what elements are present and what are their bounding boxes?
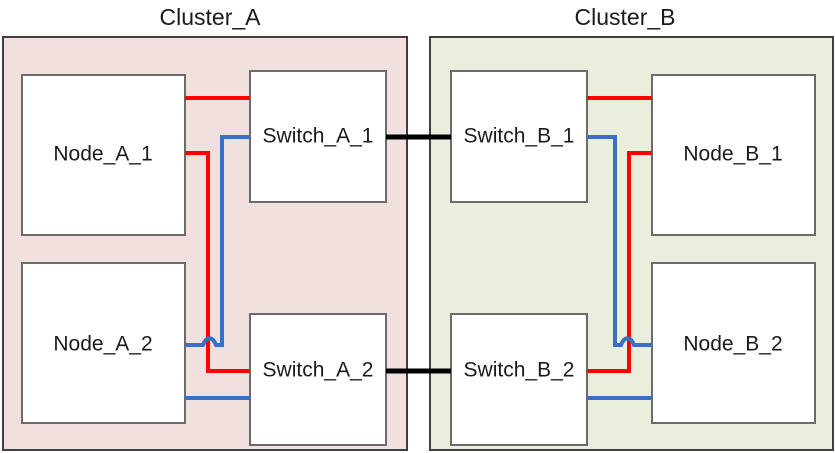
link-blue-node-b2-switch-b1[interactable]: [587, 135, 652, 347]
switch-label-a-1: Switch_A_1: [263, 125, 374, 148]
node-group-b-1[interactable]: Node_B_1: [651, 74, 816, 236]
switch-box-a-1[interactable]: [249, 70, 387, 203]
link-red-node-b1-switch-b2[interactable]: [587, 151, 652, 373]
node-label-a-1: Node_A_1: [53, 143, 152, 166]
node-label-b-2: Node_B_2: [683, 333, 782, 356]
switch-group-a-2[interactable]: Switch_A_2: [249, 313, 387, 446]
link-blue-node-a2-switch-a1[interactable]: [185, 135, 250, 347]
switch-group-b-1[interactable]: Switch_B_1: [450, 70, 588, 203]
switch-box-b-1[interactable]: [450, 70, 588, 203]
node-label-b-1: Node_B_1: [683, 143, 782, 166]
node-group-b-2[interactable]: Node_B_2: [651, 262, 816, 424]
switch-group-b-2[interactable]: Switch_B_2: [450, 313, 588, 446]
switch-box-a-2[interactable]: [249, 313, 387, 446]
cluster-title-a: Cluster_A: [160, 4, 262, 30]
switch-label-b-1: Switch_B_1: [464, 125, 575, 148]
switch-label-a-2: Switch_A_2: [263, 359, 374, 382]
link-red-node-a1-switch-a2[interactable]: [185, 151, 250, 373]
links-layer: [185, 96, 652, 400]
node-box-a-2[interactable]: [21, 262, 186, 424]
node-group-a-1[interactable]: Node_A_1: [21, 74, 186, 236]
switch-label-b-2: Switch_B_2: [464, 359, 575, 382]
node-box-b-1[interactable]: [651, 74, 816, 236]
node-box-b-2[interactable]: [651, 262, 816, 424]
node-label-a-2: Node_A_2: [53, 333, 152, 356]
switch-group-a-1[interactable]: Switch_A_1: [249, 70, 387, 203]
node-group-a-2[interactable]: Node_A_2: [21, 262, 186, 424]
cluster-title-b: Cluster_B: [575, 4, 676, 30]
switch-box-b-2[interactable]: [450, 313, 588, 446]
